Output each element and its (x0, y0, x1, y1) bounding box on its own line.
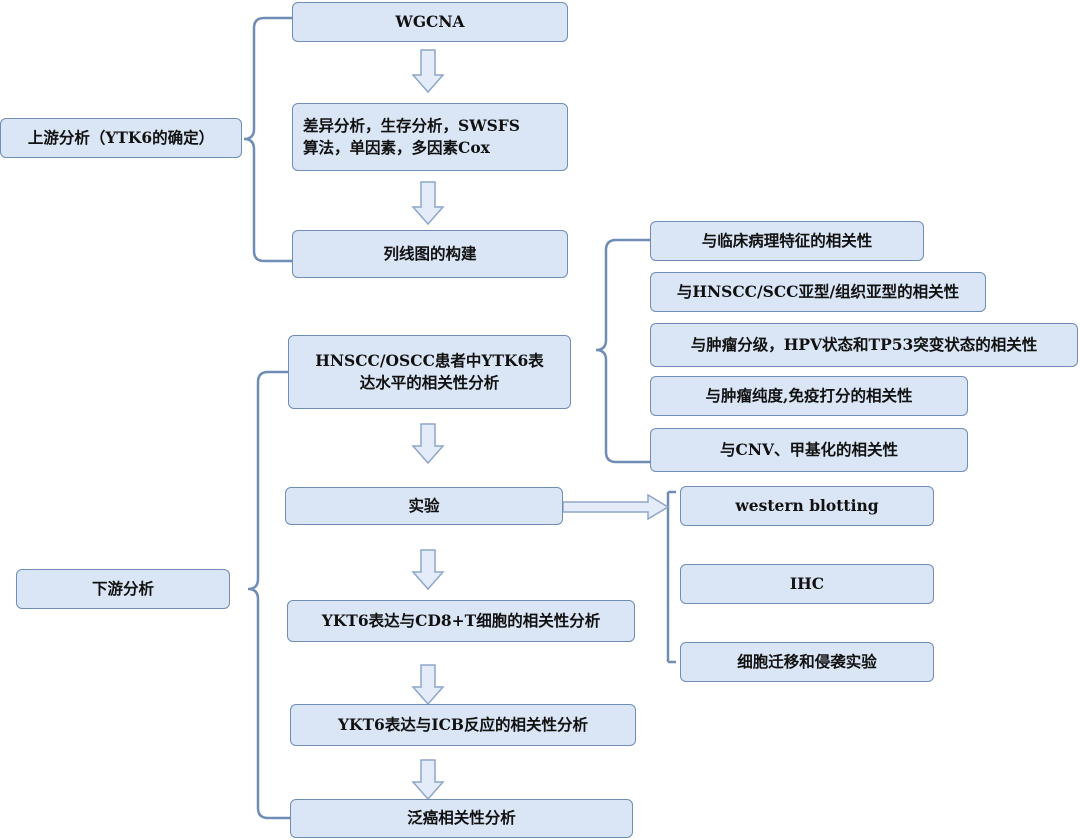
experiment-bracket (666, 490, 676, 664)
experiment-ihc: IHC (680, 564, 934, 604)
right-arrow (562, 493, 670, 521)
step-cd8-correlation: YKT6表达与CD8+T细胞的相关性分析 (287, 600, 635, 642)
step-icb-correlation: YKT6表达与ICB反应的相关性分析 (290, 704, 636, 746)
down-arrow-2 (411, 181, 445, 226)
expression-correlation-box: HNSCC/OSCC患者中YTK6表 达水平的相关性分析 (288, 335, 571, 409)
experiment-migration-invasion: 细胞迁移和侵袭实验 (680, 642, 934, 682)
down-arrow-6 (411, 759, 445, 801)
correlation-subtype: 与HNSCC/SCC亚型/组织亚型的相关性 (650, 272, 986, 312)
down-arrow-4 (411, 549, 445, 591)
step-pan-cancer: 泛癌相关性分析 (290, 799, 633, 838)
upstream-bracket (243, 16, 292, 263)
downstream-label: 下游分析 (16, 569, 230, 609)
step-wgcna: WGCNA (292, 2, 568, 42)
correlation-bracket (595, 238, 650, 464)
step-nomogram: 列线图的构建 (292, 230, 568, 278)
correlation-clinical: 与临床病理特征的相关性 (650, 221, 924, 261)
correlation-grade-hpv-tp53: 与肿瘤分级，HPV状态和TP53突变状态的相关性 (650, 323, 1078, 367)
down-arrow-3 (411, 423, 445, 465)
experiment-western-blotting: western blotting (680, 486, 934, 526)
downstream-bracket (247, 370, 290, 820)
step-differential-analysis: 差异分析，生存分析，SWSFS 算法，单因素，多因素Cox (292, 103, 568, 171)
upstream-label: 上游分析（YTK6的确定） (0, 118, 242, 158)
down-arrow-5 (411, 664, 445, 706)
down-arrow-1 (411, 49, 445, 94)
correlation-purity-immune: 与肿瘤纯度,免疫打分的相关性 (650, 376, 968, 416)
correlation-cnv-methylation: 与CNV、甲基化的相关性 (650, 428, 968, 472)
experiment-box: 实验 (285, 487, 563, 525)
